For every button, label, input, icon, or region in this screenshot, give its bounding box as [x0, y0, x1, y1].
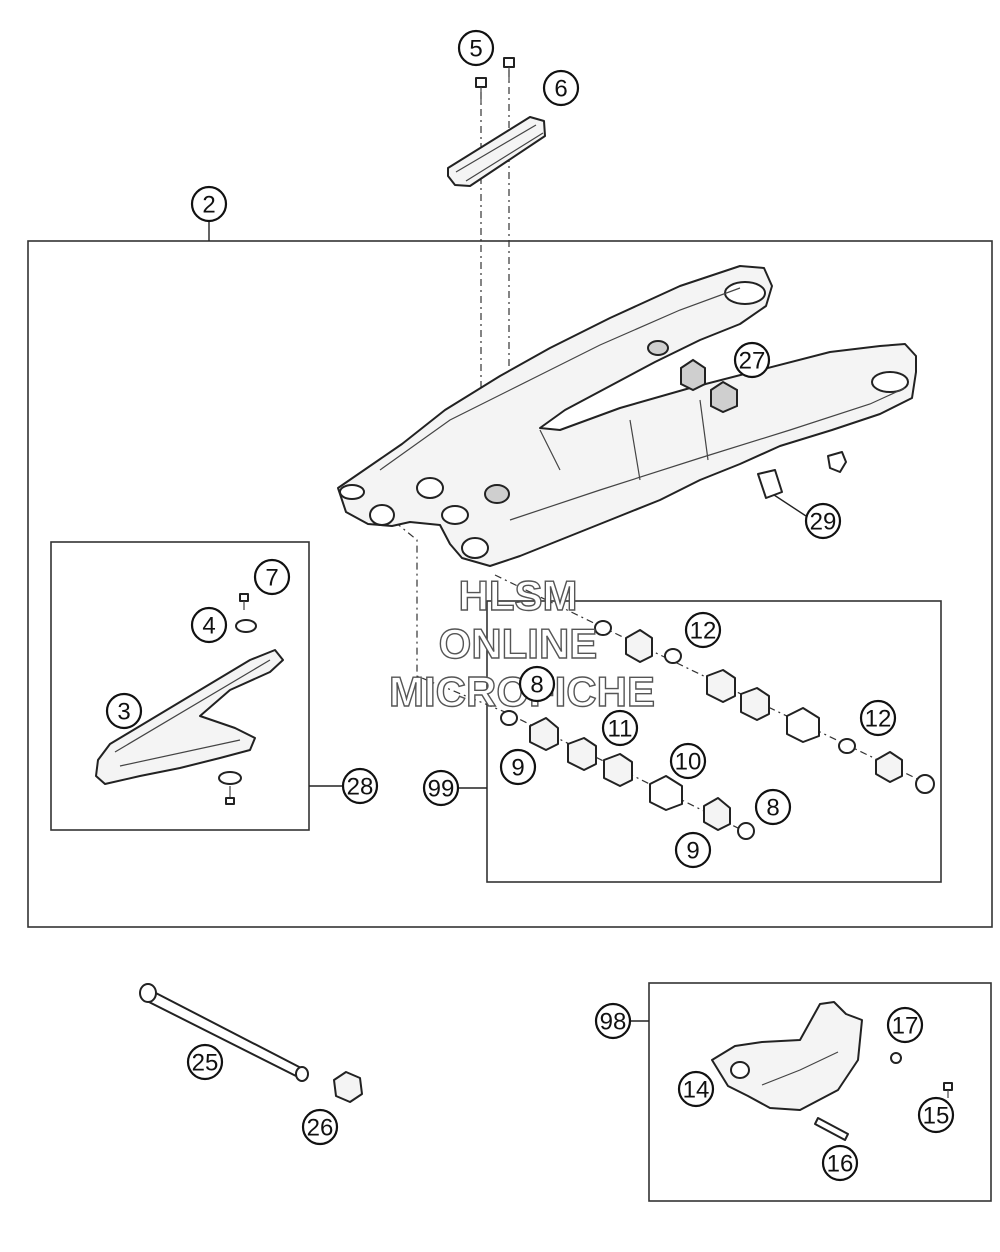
- callout-5[interactable]: 5: [457, 29, 495, 67]
- svg-text:12: 12: [690, 618, 717, 645]
- svg-text:4: 4: [202, 613, 215, 640]
- svg-text:99: 99: [428, 776, 455, 803]
- bearing-kit-parts: [500, 620, 935, 840]
- callout-15[interactable]: 15: [917, 1096, 955, 1134]
- svg-text:10: 10: [675, 749, 702, 776]
- callout-17[interactable]: 17: [886, 1006, 924, 1044]
- svg-text:5: 5: [469, 36, 482, 63]
- svg-text:17: 17: [892, 1013, 919, 1040]
- callout-12-lower[interactable]: 12: [859, 699, 897, 737]
- svg-text:2: 2: [202, 192, 215, 219]
- swingarm: [337, 265, 917, 567]
- upper-chain-slider: [447, 116, 546, 187]
- swingarm-group-frame: [27, 240, 993, 928]
- callout-29[interactable]: 29: [804, 502, 842, 540]
- callout-11[interactable]: 11: [601, 709, 639, 747]
- callout-98[interactable]: 98: [594, 1002, 632, 1040]
- callout-14[interactable]: 14: [677, 1070, 715, 1108]
- bolt-6: [503, 57, 515, 82]
- callout-4[interactable]: 4: [190, 606, 228, 644]
- bolt-5: [475, 77, 487, 104]
- svg-text:8: 8: [766, 795, 779, 822]
- callout-8-upper[interactable]: 8: [518, 665, 556, 703]
- bearing-kit-frame: [486, 600, 942, 883]
- svg-text:9: 9: [686, 838, 699, 865]
- svg-text:12: 12: [865, 706, 892, 733]
- chain-slider-kit-parts: [95, 593, 284, 805]
- chain-slider-kit-frame: [50, 541, 310, 831]
- svg-text:16: 16: [827, 1151, 854, 1178]
- callout-25[interactable]: 25: [186, 1043, 224, 1081]
- callout-3[interactable]: 3: [105, 692, 143, 730]
- callout-28[interactable]: 28: [341, 767, 379, 805]
- callout-7[interactable]: 7: [253, 558, 291, 596]
- svg-text:9: 9: [511, 755, 524, 782]
- assembly-line-pivot-right: [494, 574, 601, 627]
- svg-text:28: 28: [347, 774, 374, 801]
- nut-26: [333, 1071, 363, 1103]
- svg-text:3: 3: [117, 699, 130, 726]
- axle-25: [139, 983, 309, 1082]
- callout-8-lower[interactable]: 8: [754, 788, 792, 826]
- callout-99[interactable]: 99: [422, 769, 460, 807]
- callout-9-upper[interactable]: 9: [499, 748, 537, 786]
- chain-guide-kit-frame: [648, 982, 992, 1202]
- svg-text:8: 8: [530, 672, 543, 699]
- chain-guide-kit-parts: [711, 1001, 953, 1141]
- svg-text:25: 25: [192, 1050, 219, 1077]
- svg-text:27: 27: [739, 348, 766, 375]
- svg-text:26: 26: [307, 1115, 334, 1142]
- svg-text:11: 11: [608, 716, 633, 743]
- callout-26[interactable]: 26: [301, 1108, 339, 1146]
- callout-12-upper[interactable]: 12: [684, 611, 722, 649]
- svg-text:15: 15: [923, 1103, 950, 1130]
- watermark: HLSM ONLINE MICROFICHE: [388, 571, 655, 715]
- svg-text:14: 14: [683, 1077, 710, 1104]
- bearing-27: [680, 358, 738, 414]
- callout-6[interactable]: 6: [542, 69, 580, 107]
- svg-text:6: 6: [554, 76, 567, 103]
- callout-16[interactable]: 16: [821, 1144, 859, 1182]
- callout-9-lower[interactable]: 9: [674, 831, 712, 869]
- callout-27[interactable]: 27: [733, 341, 771, 379]
- svg-text:98: 98: [600, 1009, 627, 1036]
- svg-text:29: 29: [810, 509, 837, 536]
- callout-10[interactable]: 10: [669, 742, 707, 780]
- callout-2[interactable]: 2: [190, 185, 228, 223]
- svg-text:7: 7: [265, 565, 278, 592]
- watermark-line-1: HLSM: [459, 572, 578, 619]
- watermark-line-2: ONLINE: [439, 620, 598, 667]
- assembly-line-pivot-left: [394, 521, 506, 713]
